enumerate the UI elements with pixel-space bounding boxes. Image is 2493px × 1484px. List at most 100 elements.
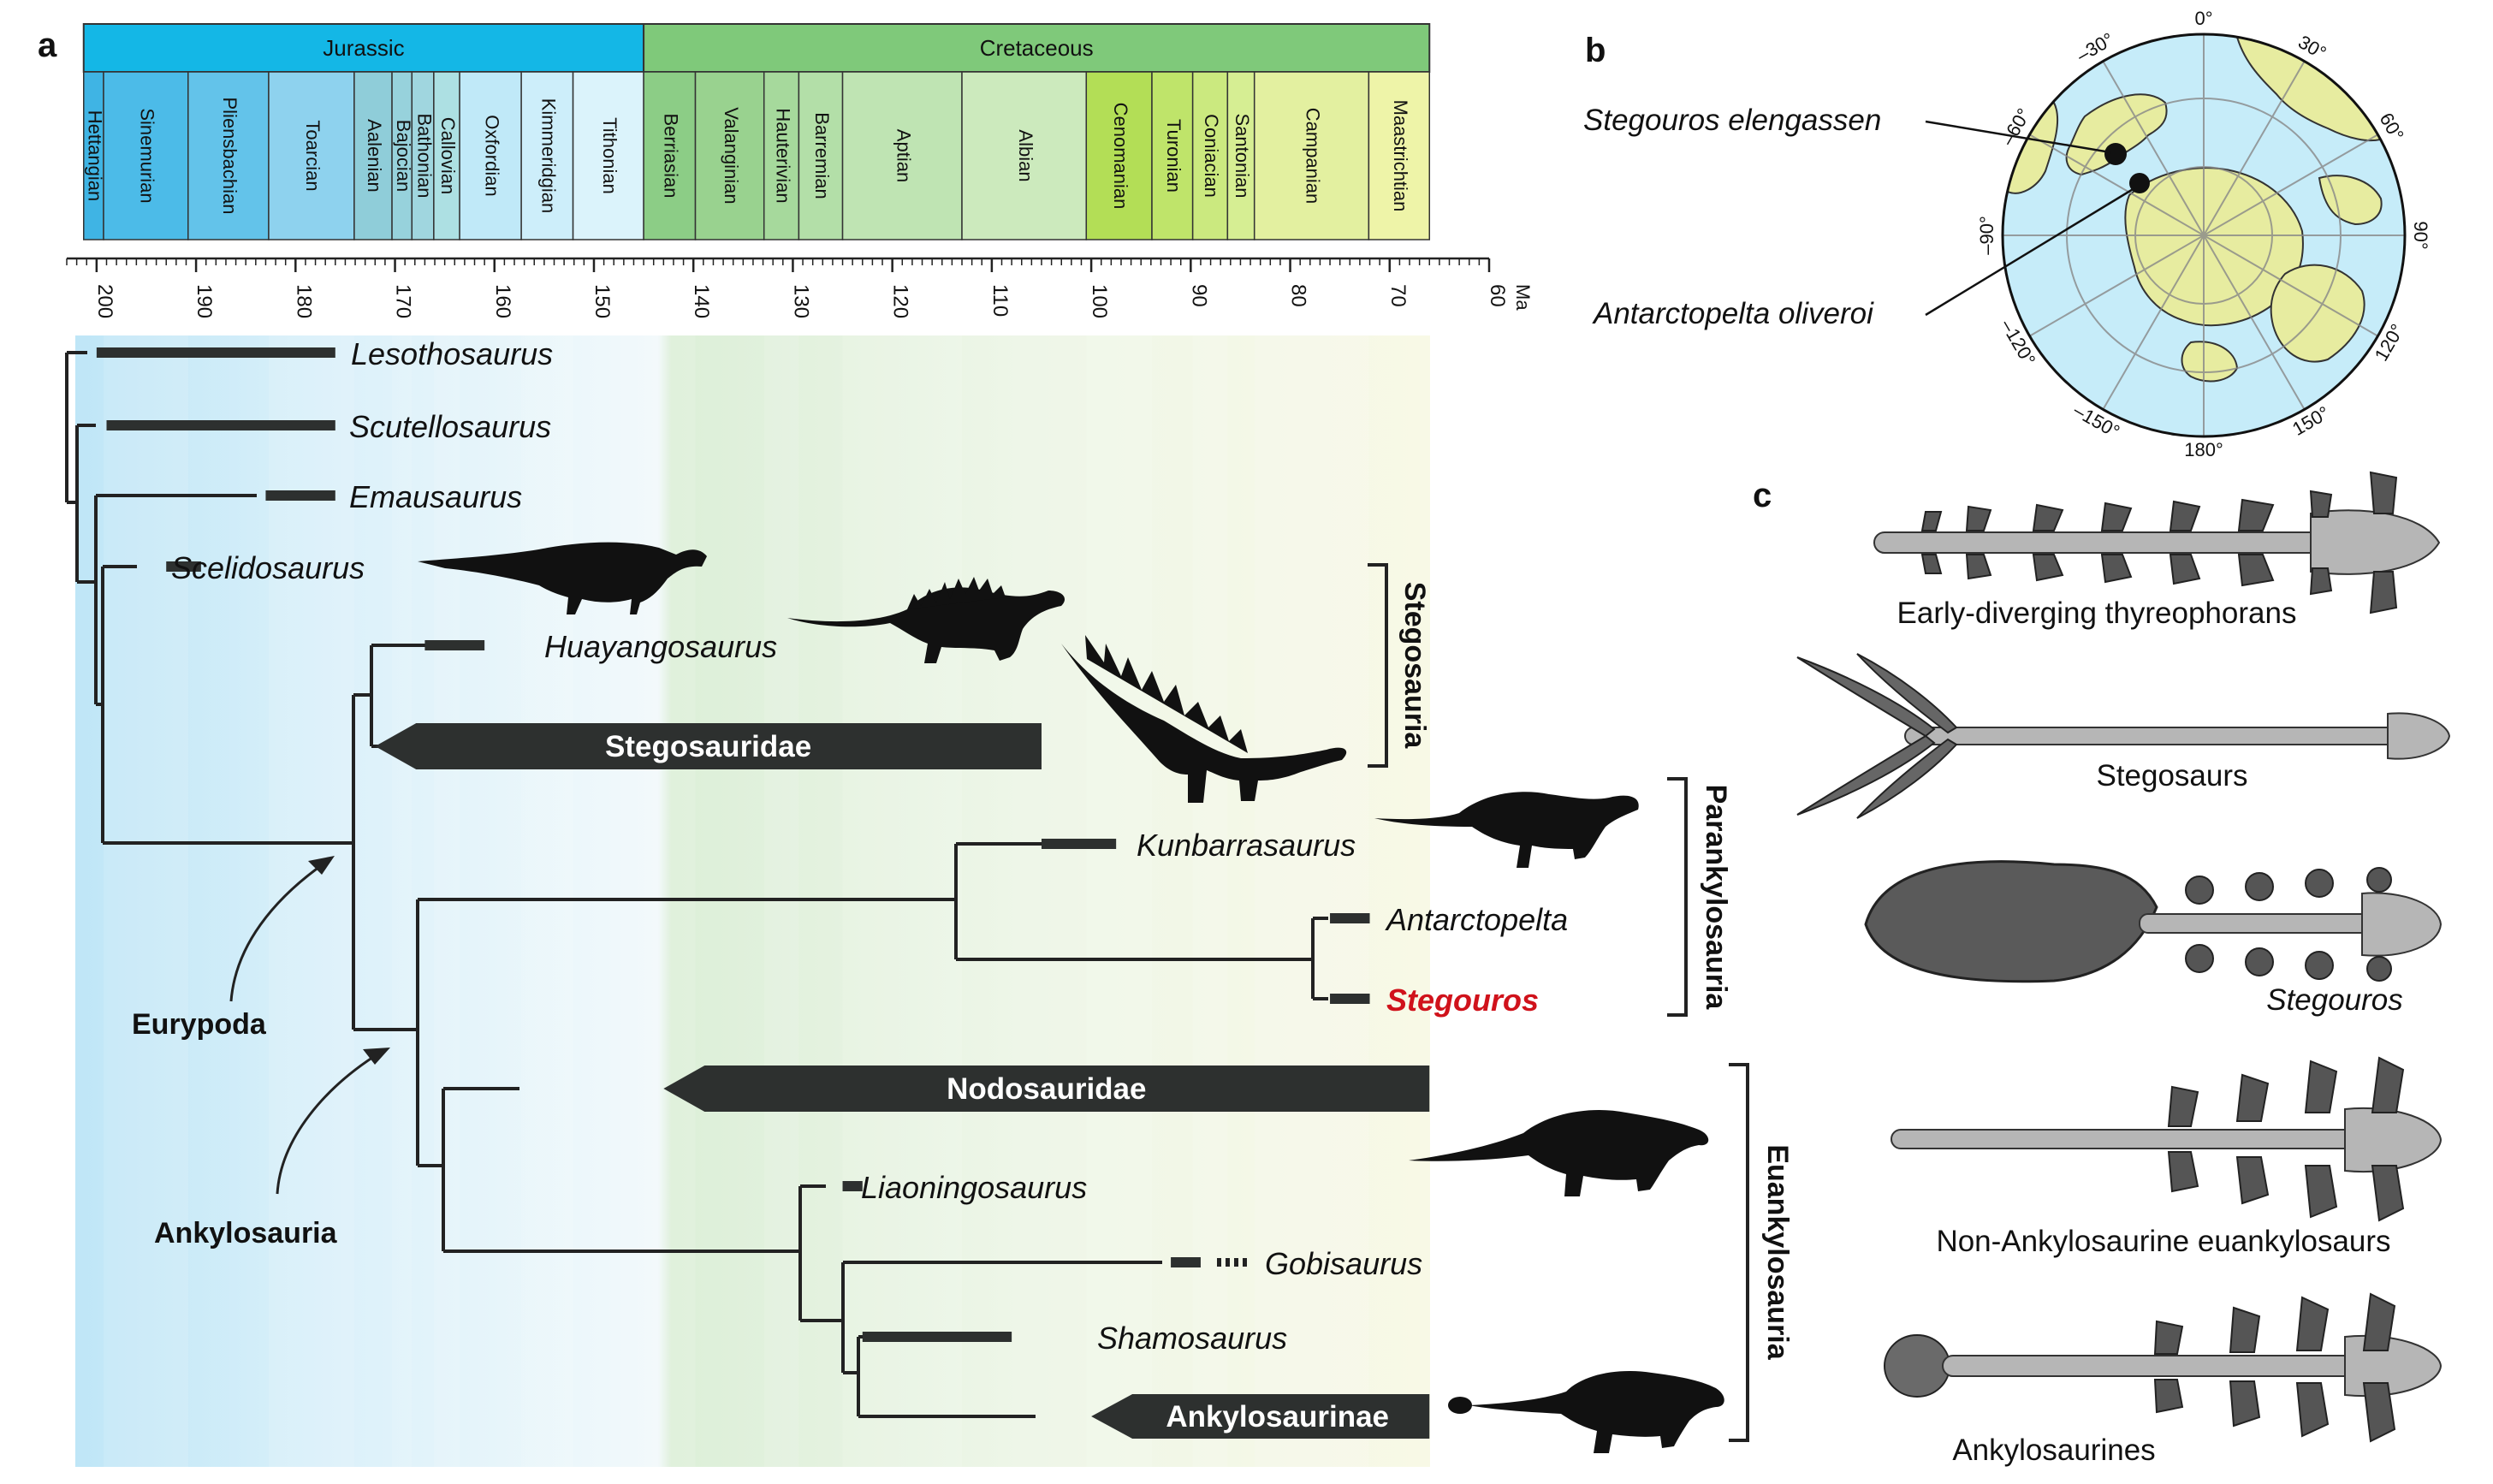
parankylosauria-label: Parankylosauria	[1700, 785, 1732, 1011]
taxon-label: Antarctopelta	[1385, 902, 1568, 937]
stage-label: Maastrichtian	[1390, 100, 1411, 212]
taxon-label: Stegouros	[1386, 982, 1539, 1018]
taxon-range	[166, 561, 201, 572]
map-degree-label: 0°	[2194, 8, 2212, 29]
branch-euank	[442, 1087, 800, 1253]
stage-box	[1226, 71, 1255, 240]
clade-label: Nodosauridae	[947, 1072, 1146, 1106]
stage-box	[187, 71, 270, 240]
stage-label: Pliensbachian	[219, 98, 240, 215]
stage-label: Campanian	[1303, 108, 1324, 205]
stage-label: Aptian	[893, 129, 914, 182]
branch-parank	[954, 842, 1313, 961]
stage-label: Cenomanian	[1110, 103, 1131, 210]
euankylosauria-label: Euankylosauria	[1761, 1144, 1794, 1360]
antarctopelta-oliveroi-label: Antarctopelta oliveroi	[1592, 297, 1874, 330]
stage-label: Hauterivian	[772, 108, 793, 203]
taxon-label: Scutellosaurus	[349, 409, 551, 444]
clade-label: Stegosauridae	[605, 730, 811, 763]
map-degree-label: 180°	[2184, 439, 2223, 460]
taxon-range	[1041, 839, 1117, 849]
axis-unit: Ma	[1512, 284, 1534, 311]
axis-tick-label: 60	[1486, 284, 1509, 307]
stage-label: Barremian	[811, 112, 833, 199]
stage-box	[798, 71, 844, 240]
stage-label: Sinemurian	[137, 108, 158, 203]
armour-ankylosaurine	[1884, 1292, 2443, 1443]
period-box	[643, 23, 1431, 73]
nodosaur-silhouette	[1409, 1110, 1709, 1196]
taxon-range	[96, 347, 335, 358]
branch-gobi	[841, 1261, 1162, 1374]
panel-label-c: c	[1753, 477, 1772, 514]
stage-band	[1086, 335, 1153, 1467]
axis-tick-label: 190	[193, 284, 216, 318]
axis-tick-label: 170	[392, 284, 415, 318]
armour-stegosaur	[1796, 653, 2451, 819]
stage-label: Valanginian	[721, 107, 742, 204]
stage-label: Coniacian	[1201, 114, 1222, 198]
scelidosaurus-silhouette	[418, 542, 707, 614]
stegosaurus-silhouette	[1061, 635, 1347, 803]
branch-liao	[798, 1184, 843, 1322]
stage-label: Bajocian	[393, 120, 414, 192]
taxon-range	[862, 1332, 1012, 1342]
branch-node3	[96, 565, 353, 845]
stegosauria-label: Stegosauria	[1398, 582, 1431, 750]
panel-label-b: b	[1585, 32, 1606, 69]
axis-tick-label: 110	[988, 284, 1012, 317]
axis-tick-label: 90	[1187, 284, 1210, 307]
stegouros-locality	[2104, 143, 2127, 165]
stage-label: Tithonian	[599, 117, 620, 194]
armour-label-nonankylosaurine: Non-Ankylosaurine euankylosaurs	[1936, 1225, 2390, 1258]
parankylosauria-bracket	[1667, 777, 1688, 1017]
stage-box	[1085, 71, 1153, 240]
axis-tick-label: 180	[292, 284, 315, 318]
panel-label-a: a	[38, 27, 57, 64]
ankylosauria-label: Ankylosauria	[154, 1217, 338, 1250]
stage-band	[268, 335, 354, 1467]
armour-stegouros	[1864, 860, 2443, 983]
axis-tick-label: 70	[1386, 284, 1410, 307]
taxon-label: Liaoningosaurus	[861, 1170, 1087, 1205]
stage-box	[459, 71, 522, 240]
stage-box	[520, 71, 574, 240]
stegouros-elengassen-label: Stegouros elengassen	[1583, 104, 1881, 137]
stage-box	[268, 71, 355, 240]
clade-label: Ankylosaurinae	[1166, 1400, 1389, 1434]
stage-label: Santonian	[1232, 113, 1253, 198]
stage-box	[961, 71, 1088, 240]
armour-early-thyreophoran	[1873, 471, 2441, 614]
stage-band	[392, 335, 413, 1467]
clade-range-nodosauridae	[663, 1066, 1430, 1112]
paleomap-globe	[1925, 33, 2407, 438]
stage-label: Callovian	[437, 117, 459, 195]
continent-india	[2318, 175, 2383, 226]
taxon-label: Shamosaurus	[1097, 1321, 1287, 1356]
stage-box	[1151, 71, 1194, 240]
taxon-range	[1330, 994, 1370, 1004]
ankylosauria-arrow	[276, 1048, 390, 1195]
axis-tick-label: 120	[889, 284, 912, 318]
stage-band	[1192, 335, 1228, 1467]
stage-label: Turonian	[1163, 119, 1184, 193]
taxon-range	[1171, 1257, 1201, 1267]
axis-tick-label: 150	[591, 284, 614, 318]
axis-tick-label: 80	[1287, 284, 1310, 307]
taxon-ranges	[96, 347, 1430, 1439]
eurypoda-label: Eurypoda	[132, 1008, 267, 1041]
stage-box	[103, 71, 189, 240]
taxon-label: Kunbarrasaurus	[1137, 828, 1356, 863]
map-degree-label: 90°	[2410, 221, 2431, 249]
stage-label: Aalenian	[364, 119, 385, 193]
armour-label-early: Early-diverging thyreophorans	[1897, 597, 2297, 630]
eurypoda-arrow	[229, 856, 335, 1002]
stage-label: Toarcian	[302, 120, 323, 191]
ankylosaurine-silhouette	[1448, 1371, 1724, 1453]
stage-band	[1254, 335, 1369, 1467]
